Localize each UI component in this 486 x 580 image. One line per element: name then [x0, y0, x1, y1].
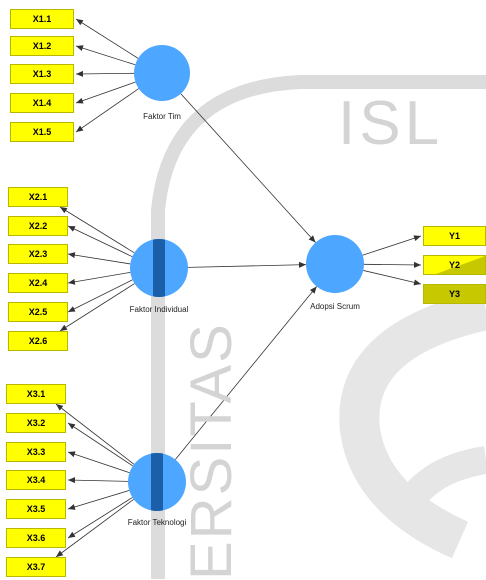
edge-faktor-individual-to-adopsi-scrum: [187, 261, 307, 268]
edge-adopsi-scrum-y1: [362, 235, 422, 256]
edge-faktor-tim-x1-4: [75, 81, 136, 104]
edge-faktor-individual-x2-5: [67, 279, 133, 313]
edge-faktor-teknologi-x3-3: [67, 451, 130, 474]
edge-faktor-teknologi-x3-2: [67, 422, 134, 467]
watermark-top-text: ISL: [338, 89, 444, 158]
latent-nodes-group: [128, 45, 364, 511]
edge-faktor-teknologi-x3-7: [55, 498, 134, 558]
latent-node-faktor-teknologi: [128, 453, 186, 511]
edge-faktor-tim-x1-1: [75, 18, 139, 59]
latent-node-faktor-individual: [130, 239, 188, 297]
latent-node-adopsi-scrum: [306, 235, 364, 293]
edge-faktor-individual-x2-6: [59, 283, 135, 332]
indicator-x3-7: X3.7: [6, 557, 66, 577]
watermark-arc: [151, 75, 486, 579]
indicator-y1: Y1: [423, 226, 486, 246]
edge-faktor-teknologi-x3-1: [55, 403, 135, 465]
edge-faktor-teknologi-x3-4: [67, 477, 129, 484]
edge-faktor-tim-x1-5: [75, 88, 139, 133]
indicator-x3-5: X3.5: [6, 499, 66, 519]
edge-adopsi-scrum-y3: [363, 270, 422, 286]
indicator-x1-1: X1.1: [10, 9, 74, 29]
edges-group: [55, 18, 422, 558]
indicator-x3-2: X3.2: [6, 413, 66, 433]
indicator-x2-5: X2.5: [8, 302, 68, 322]
edge-adopsi-scrum-y2: [363, 261, 422, 268]
indicator-x1-3: X1.3: [10, 64, 74, 84]
indicator-x2-6: X2.6: [8, 331, 68, 351]
edge-faktor-tim-x1-2: [75, 45, 136, 66]
watermark-swoosh-2: [387, 446, 486, 526]
edge-faktor-tim-x1-3: [75, 70, 135, 77]
watermark-side-text: ERSITAS: [179, 322, 244, 580]
indicator-x2-3: X2.3: [8, 244, 68, 264]
indicator-x3-6: X3.6: [6, 528, 66, 548]
edge-faktor-individual-x2-1: [59, 206, 135, 254]
indicator-x2-2: X2.2: [8, 216, 68, 236]
edge-faktor-individual-x2-3: [67, 252, 131, 265]
latent-label-faktor-individual: Faktor Individual: [129, 305, 189, 314]
latent-node-faktor-tim: [134, 45, 190, 101]
edge-faktor-teknologi-to-adopsi-scrum: [175, 286, 317, 460]
indicator-x3-4: X3.4: [6, 470, 66, 490]
edge-faktor-tim-to-adopsi-scrum: [180, 93, 316, 243]
latent-label-faktor-tim: Faktor Tim: [143, 112, 181, 121]
edge-faktor-teknologi-x3-5: [67, 490, 130, 510]
latent-label-adopsi-scrum: Adopsi Scrum: [310, 302, 360, 311]
indicator-x3-1: X3.1: [6, 384, 66, 404]
watermark-graphic: [151, 75, 486, 579]
latent-label-faktor-teknologi: Faktor Teknologi: [127, 518, 187, 527]
indicator-x2-4: X2.4: [8, 273, 68, 293]
indicator-x3-3: X3.3: [6, 442, 66, 462]
indicator-y3: Y3: [423, 284, 486, 304]
indicator-x1-4: X1.4: [10, 93, 74, 113]
indicator-x1-5: X1.5: [10, 122, 74, 142]
indicator-y2: Y2: [423, 255, 486, 275]
indicator-x1-2: X1.2: [10, 36, 74, 56]
indicator-x2-1: X2.1: [8, 187, 68, 207]
edge-faktor-individual-x2-4: [67, 271, 131, 285]
edge-faktor-teknologi-x3-6: [67, 497, 133, 539]
edge-faktor-individual-x2-2: [67, 225, 133, 258]
